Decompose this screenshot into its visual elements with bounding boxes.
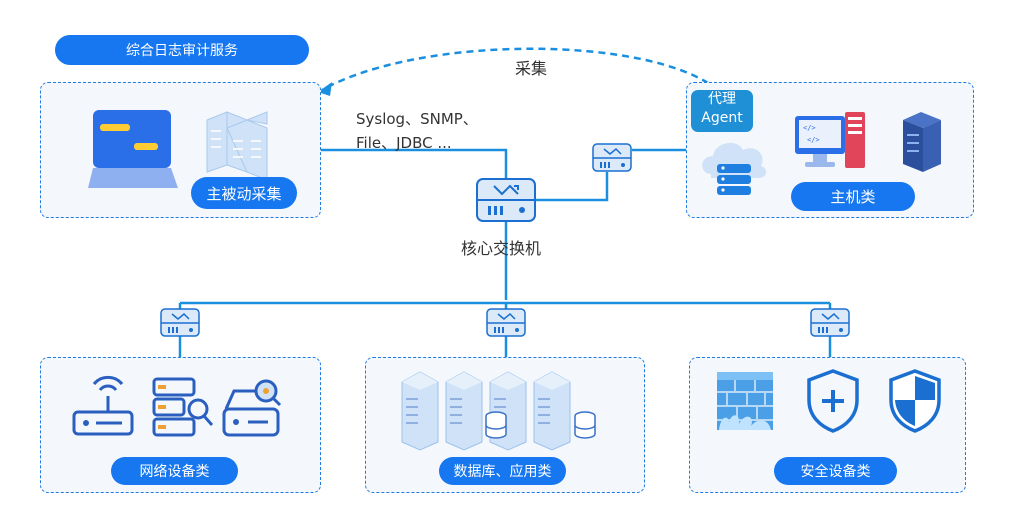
router-icon bbox=[72, 375, 134, 436]
desktop-computer-icon: </> </> bbox=[795, 112, 865, 168]
svg-text:</>: </> bbox=[807, 136, 820, 144]
core-switch-label: 核心交换机 bbox=[461, 239, 542, 258]
arc-label: 采集 bbox=[515, 59, 548, 78]
active-passive-collection-label: 主被动采集 bbox=[206, 184, 282, 203]
shield-plus-icon bbox=[807, 369, 859, 433]
switch-icon-security bbox=[810, 308, 850, 337]
shield-icon bbox=[889, 369, 941, 433]
network-device-pill: 网络设备类 bbox=[111, 457, 238, 485]
security-device-label: 安全设备类 bbox=[800, 464, 871, 480]
laptop-icon bbox=[88, 110, 178, 188]
firewall-icon bbox=[717, 372, 773, 430]
agent-line2: Agent bbox=[701, 110, 743, 126]
switch-icon-database bbox=[486, 308, 526, 337]
host-category-label: 主机类 bbox=[830, 188, 876, 206]
active-passive-collection-pill: 主被动采集 bbox=[191, 177, 297, 209]
agent-badge: 代理 Agent bbox=[691, 90, 753, 132]
server-search-icon bbox=[152, 377, 214, 437]
server-tower-icon bbox=[903, 112, 941, 172]
storage-servers-icon bbox=[206, 111, 268, 181]
database-servers-icon bbox=[401, 371, 596, 451]
database-app-label: 数据库、应用类 bbox=[453, 464, 552, 480]
security-device-pill: 安全设备类 bbox=[774, 457, 897, 485]
protocols-line2: File、JDBC ... bbox=[356, 134, 452, 152]
switch-icon-host bbox=[592, 143, 632, 172]
host-category-pill: 主机类 bbox=[791, 182, 915, 211]
database-app-pill: 数据库、应用类 bbox=[439, 457, 566, 485]
cloud-database-icon bbox=[702, 142, 767, 195]
switch-icon-network bbox=[160, 308, 200, 337]
protocols-line1: Syslog、SNMP、 bbox=[356, 110, 478, 128]
agent-line1: 代理 bbox=[708, 91, 736, 107]
svg-text:</>: </> bbox=[803, 124, 816, 132]
page-title-pill: 综合日志审计服务 bbox=[55, 35, 309, 65]
page-title: 综合日志审计服务 bbox=[126, 43, 238, 59]
disk-search-icon bbox=[222, 379, 282, 437]
network-device-label: 网络设备类 bbox=[139, 464, 210, 480]
core-switch-icon bbox=[476, 178, 536, 222]
